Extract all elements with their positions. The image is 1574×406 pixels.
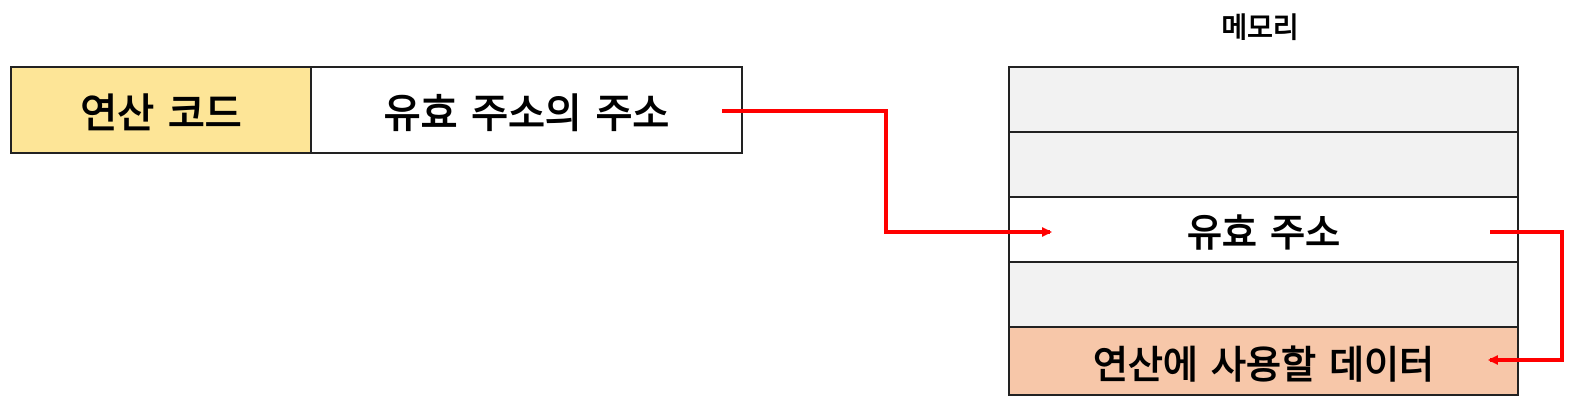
indirect-address-arrow — [722, 109, 1052, 237]
memory-cell-label: 연산에 사용할 데이터 — [1092, 342, 1435, 387]
opcode-field: 연산 코드 — [10, 66, 312, 154]
instruction-format: 연산 코드 유효 주소의 주소 — [10, 66, 743, 154]
address-field: 유효 주소의 주소 — [310, 66, 743, 154]
address-field-label: 유효 주소의 주소 — [383, 91, 670, 137]
effective-address-arrow — [1488, 230, 1564, 365]
memory-block: 유효 주소 연산에 사용할 데이터 — [1008, 66, 1519, 396]
memory-cell-label: 유효 주소 — [1186, 211, 1341, 255]
memory-cell-operand-data: 연산에 사용할 데이터 — [1008, 326, 1519, 396]
memory-cell-2 — [1008, 131, 1519, 198]
opcode-label: 연산 코드 — [80, 91, 242, 137]
memory-title: 메모리 — [1221, 11, 1299, 44]
